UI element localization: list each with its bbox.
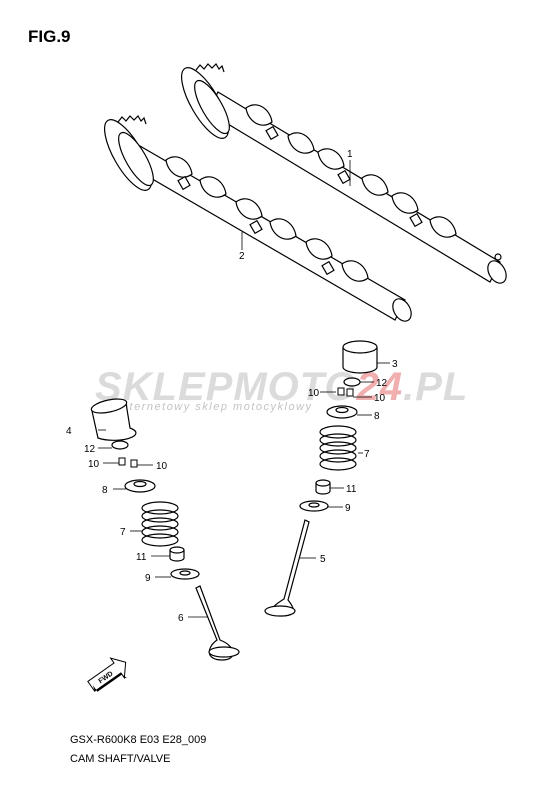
valve-stem-seal-left[interactable] — [169, 546, 185, 562]
camshaft-upper[interactable] — [173, 61, 510, 286]
valve-exhaust[interactable] — [264, 519, 310, 617]
shim-right[interactable] — [343, 377, 361, 387]
callout-valve-5: 5 — [320, 554, 326, 565]
callout-valve-6: 6 — [178, 613, 184, 624]
callout-cam-2: 2 — [239, 251, 245, 262]
spring-retainer-left[interactable] — [124, 479, 156, 493]
cotters-left[interactable] — [118, 457, 138, 468]
valve-spring-left[interactable] — [141, 501, 179, 547]
callout-seal-11l: 11 — [136, 552, 147, 563]
diagram-code: GSX-R600K8 E03 E28_009 — [70, 734, 207, 746]
watermark-tagline: internetowy sklep motocyklowy — [118, 401, 313, 413]
callout-cotter-10a: 10 — [308, 388, 320, 399]
callout-tappet-3: 3 — [392, 359, 398, 370]
valve-spring-right[interactable] — [319, 425, 357, 471]
leader-lines — [98, 160, 390, 618]
tappet-left[interactable] — [90, 396, 137, 441]
spring-seat-left[interactable] — [170, 568, 200, 580]
callout-seal-11r: 11 — [346, 484, 357, 495]
shim-left[interactable] — [111, 440, 129, 450]
camshaft-lower[interactable] — [96, 113, 415, 324]
callout-cotter-10c: 10 — [88, 459, 100, 470]
diagram-caption: CAM SHAFT/VALVE — [70, 753, 171, 765]
figure-title: FIG.9 — [28, 27, 71, 46]
callout-seat-9r: 9 — [345, 503, 351, 514]
callout-cotter-10d: 10 — [156, 461, 168, 472]
callout-shim-12r: 12 — [376, 378, 388, 389]
callout-tappet-4: 4 — [66, 426, 72, 437]
callout-labels: 1 2 3 4 5 6 7 7 8 8 9 9 10 10 10 10 11 1… — [66, 149, 398, 624]
callout-spring-7l: 7 — [120, 527, 126, 538]
watermark-brand-suffix: .PL — [403, 365, 469, 409]
callout-cotter-10b: 10 — [374, 393, 386, 404]
callout-retainer-8r: 8 — [374, 411, 380, 422]
tappet-right[interactable] — [342, 340, 378, 374]
fwd-arrow-icon: FWD — [87, 657, 128, 692]
callout-cam-1: 1 — [347, 149, 353, 160]
spring-seat-right[interactable] — [299, 500, 329, 512]
valve-intake[interactable] — [195, 585, 240, 661]
callout-spring-7r: 7 — [364, 449, 370, 460]
callout-retainer-8l: 8 — [102, 485, 108, 496]
cotters-right[interactable] — [337, 387, 354, 397]
valve-stem-seal-right[interactable] — [315, 479, 331, 495]
watermark-brand-main: SKLEPMOTO — [95, 365, 357, 409]
callout-shim-12l: 12 — [84, 444, 96, 455]
callout-seat-9l: 9 — [145, 573, 151, 584]
spring-retainer-right[interactable] — [326, 405, 358, 419]
watermark-brand: SKLEPMOTO24.PL — [95, 365, 468, 410]
